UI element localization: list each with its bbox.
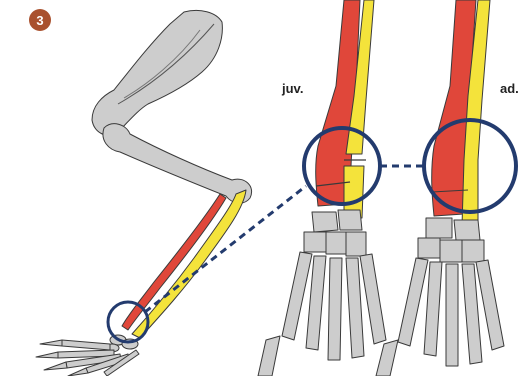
metacarpal: [258, 336, 280, 376]
carpal-bone: [426, 218, 452, 238]
carpal-bone: [462, 240, 484, 262]
metacarpal: [346, 258, 364, 358]
metacarpal: [398, 258, 428, 346]
carpal-bone: [326, 232, 346, 254]
forelimb-skeleton: [36, 10, 252, 376]
juvenile-label: juv.: [281, 81, 303, 96]
carpal-bone: [418, 238, 440, 258]
claw: [36, 352, 58, 358]
connector-line: [145, 186, 306, 312]
humerus: [103, 124, 252, 203]
ulna-bone: [132, 190, 246, 338]
scapula: [92, 10, 222, 135]
figure-number: 3: [36, 13, 43, 28]
metacarpal: [328, 258, 342, 360]
adult-wrist-detail: [376, 0, 504, 376]
radius-bone: [122, 194, 226, 330]
claw: [40, 340, 62, 346]
carpal-bone: [312, 212, 338, 232]
carpal-bone: [338, 210, 362, 230]
metacarpal: [446, 264, 458, 366]
metacarpal: [360, 254, 386, 344]
figure-number-badge: 3: [29, 9, 51, 31]
carpal-bone: [346, 232, 366, 256]
adult-label: ad.: [500, 81, 519, 96]
juvenile-wrist-detail: [258, 0, 386, 376]
metacarpal: [376, 340, 398, 376]
metacarpal: [424, 262, 442, 356]
digit: [62, 340, 110, 350]
claw: [68, 368, 88, 376]
carpal-bone: [304, 232, 326, 252]
carpal-bone: [440, 240, 462, 262]
claw: [44, 362, 67, 370]
carpal-bone: [454, 220, 480, 240]
